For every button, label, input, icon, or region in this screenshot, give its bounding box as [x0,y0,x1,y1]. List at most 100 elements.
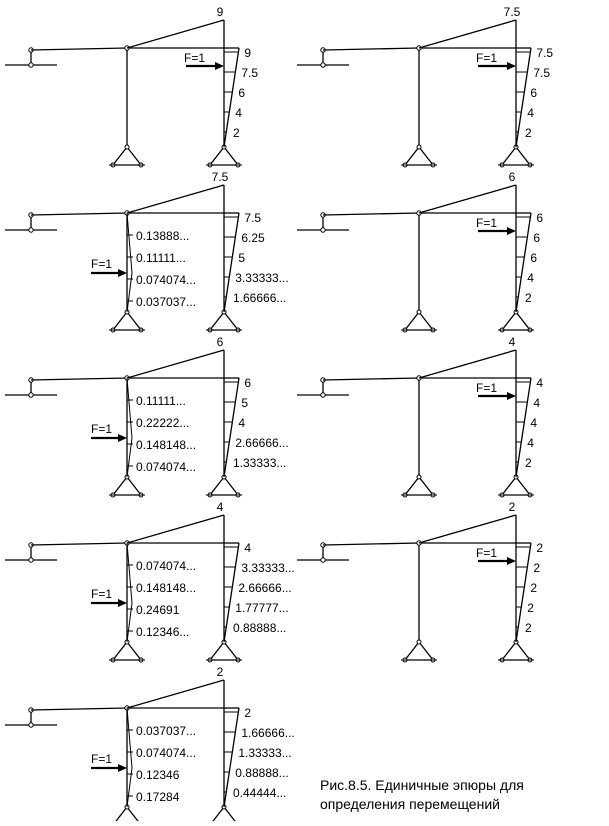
right-moment-value: 4 [527,436,534,450]
support-hinge [416,144,422,150]
right-moment-value: 4 [536,376,543,390]
link-hinge [28,722,34,728]
pin-support [403,640,435,661]
right-moment-value: 2.66666... [238,581,291,595]
left-moment-value: 0.17284 [136,790,180,804]
pin-support [111,310,143,331]
right-moment-value: 4 [530,416,537,430]
right-moment-value: 1.77777... [235,601,288,615]
right-moment-value: 0.88888... [233,621,286,635]
link-hinge [320,227,326,233]
left-moment-value: 0.037037... [136,724,196,738]
beam-moment-line [126,349,225,379]
pin-support [403,310,435,331]
pin-support [403,145,435,166]
link-hinge [28,62,34,68]
right-moment-value: 1.33333... [233,456,286,470]
right-moment-value: 5 [238,251,245,265]
right-moment-value: 7.5 [244,211,261,225]
top-moment-value: 2 [509,500,516,514]
left-moment-value: 0.074074... [136,559,196,573]
load-label: F=1 [476,381,497,395]
right-diagram-outline [223,47,240,148]
left-moment-value: 0.074074... [136,746,196,760]
load-arrow-head [507,62,516,70]
right-moment-value: 1.33333... [238,746,291,760]
right-moment-value: 6 [244,376,251,390]
load-arrow-head [118,269,127,277]
right-diagram-outline [223,212,240,313]
right-moment-value: 6.25 [241,231,265,245]
support-hinge [416,309,422,315]
tie-bar [322,542,420,546]
right-moment-value: 2 [525,291,532,305]
right-moment-value: 2.66666... [235,436,288,450]
link-hinge [28,557,34,563]
tie-bar [322,377,420,381]
right-moment-value: 9 [244,46,251,60]
support-hinge [416,474,422,480]
pin-support [500,475,532,496]
beam-moment-line [126,514,225,544]
left-moment-value: 0.074074... [136,273,196,287]
load-arrow-head [215,62,224,70]
top-moment-value: 6 [509,170,516,184]
top-moment-value: 2 [217,665,224,679]
left-diagram-outline [126,602,133,643]
left-moment-value: 0.11111... [136,394,186,408]
right-moment-value: 2 [536,541,543,555]
load-arrow-head [118,434,127,442]
right-moment-value: 4 [235,106,242,120]
tie-bar [322,47,420,51]
right-moment-value: 2 [533,561,540,575]
left-moment-value: 0.074074... [136,460,196,474]
load-arrow-head [118,599,127,607]
right-moment-value: 4 [238,416,245,430]
tie-bar [30,47,128,51]
right-diagram-outline [515,377,532,478]
beam-moment-line [126,679,225,709]
pin-support [500,310,532,331]
caption-line-1: Рис.8.5. Единичные эпюры для [320,777,524,793]
left-diagram-outline [126,212,133,274]
right-moment-value: 4 [244,541,251,555]
support-hinge [124,144,130,150]
pin-support [208,475,240,496]
beam-moment-line [418,19,517,49]
frame-panel-3: 7.57.56.2553.33333...1.66666...0.13888..… [5,170,289,333]
right-moment-value: 2 [525,621,532,635]
right-moment-value: 7.5 [536,46,553,60]
top-moment-value: 9 [217,5,224,19]
right-moment-value: 6 [533,231,540,245]
pin-support [208,640,240,661]
link-hinge [28,392,34,398]
load-label: F=1 [184,51,205,65]
left-moment-value: 0.11111... [136,251,186,265]
load-label: F=1 [91,257,112,271]
right-diagram-outline [515,542,532,643]
left-moment-value: 0.148148... [136,438,196,452]
right-moment-value: 7.5 [533,66,550,80]
pin-support [111,145,143,166]
right-diagram-outline [223,542,240,643]
load-label: F=1 [476,51,497,65]
link-hinge [320,557,326,563]
beam-moment-line [418,514,517,544]
caption-line-2: определения перемещений [320,796,500,812]
right-diagram-outline [223,377,240,478]
right-moment-value: 2 [527,601,534,615]
right-moment-value: 3.33333... [241,561,294,575]
right-moment-value: 6 [530,86,537,100]
right-moment-value: 3.33333... [235,271,288,285]
right-moment-value: 1.66666... [233,291,286,305]
pin-support [111,640,143,661]
load-arrow-head [507,557,516,565]
pin-support [208,145,240,166]
pin-support [208,310,240,331]
right-moment-value: 2 [233,126,240,140]
left-moment-value: 0.13888... [136,229,189,243]
